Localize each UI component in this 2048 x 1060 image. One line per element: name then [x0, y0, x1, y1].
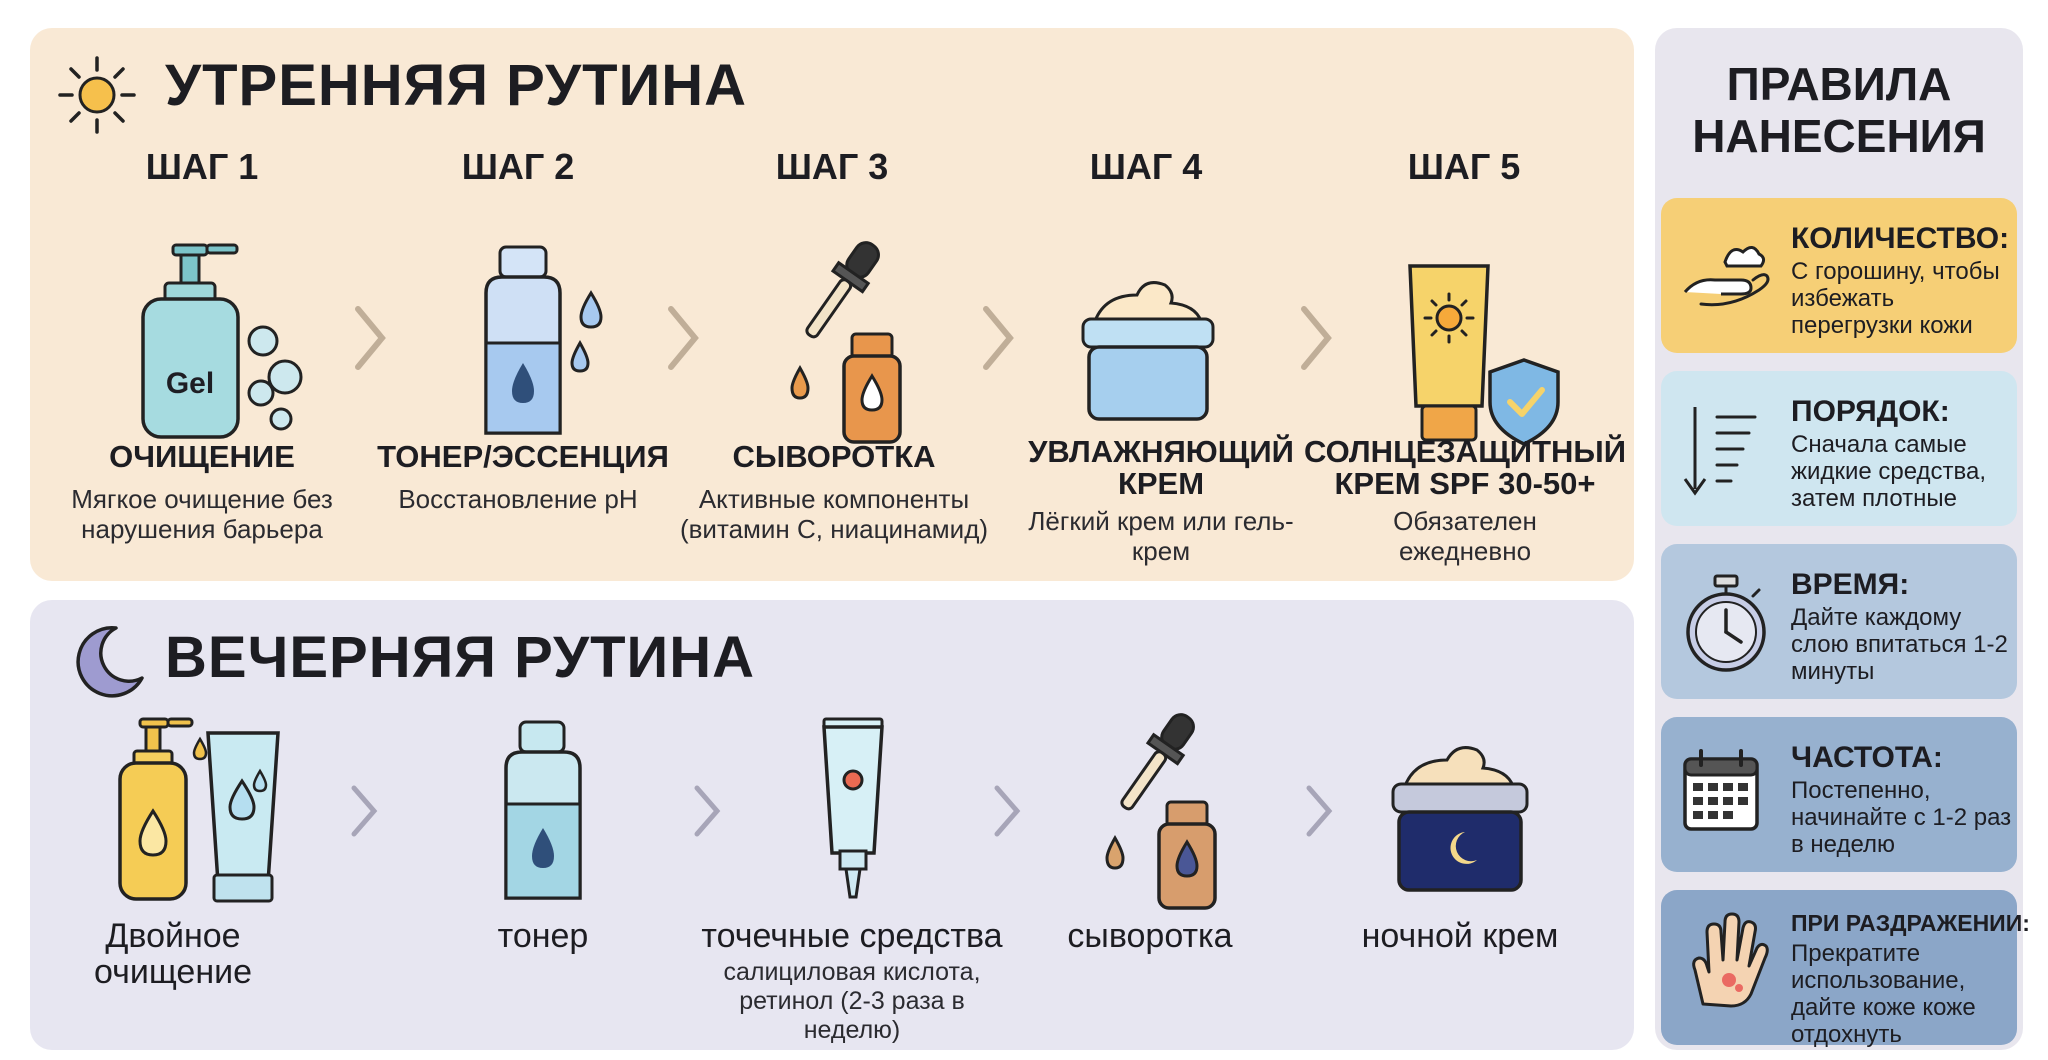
step-label-2: ШАГ 2: [461, 146, 575, 187]
sun-icon: [58, 56, 136, 134]
spot-treatment-tube-icon: [822, 717, 884, 899]
rule-card-time: ВРЕМЯ: Дайте каждому слою впитаться 1-2 …: [1661, 544, 2017, 699]
rule-head-frequency: ЧАСТОТА:: [1791, 741, 1943, 774]
rule-text-frequency: Постепенно, начинайте с 1-2 раз в неделю: [1791, 777, 2012, 858]
evening-step-name-3: точечные средства: [701, 917, 1003, 955]
gel-cleanser-icon: Gel: [141, 243, 303, 439]
step-desc-5: Обязателен ежедневно: [1393, 506, 1537, 566]
chevron-right-icon: [994, 785, 1021, 837]
chevron-right-icon: [355, 306, 386, 370]
step-name-4: УВЛАЖНЯЮЩИЙ КРЕМ: [1028, 434, 1294, 501]
rule-text-order: Сначала самые жидкие средства, затем пло…: [1791, 431, 1987, 512]
morning-routine-panel: УТРЕННЯЯ РУТИНА ШАГ 1 ШАГ 2 ШАГ 3 ШАГ 4 …: [30, 28, 1634, 581]
rule-head-time: ВРЕМЯ:: [1791, 568, 1910, 601]
rule-card-frequency: ЧАСТОТА: Постепенно, начинайте с 1-2 раз…: [1661, 717, 2017, 872]
step-name-1: ОЧИЩЕНИЕ: [109, 439, 295, 474]
step-desc-2: Восстановление pH: [398, 484, 638, 514]
toner-bottle-icon: [504, 720, 582, 900]
step-desc-1: Мягкое очищение без нарушения барьера: [71, 484, 333, 544]
evening-title: ВЕЧЕРНЯЯ РУТИНА: [165, 625, 755, 690]
step-label-5: ШАГ 5: [1407, 146, 1521, 187]
chevron-right-icon: [694, 785, 721, 837]
evening-routine-panel: ВЕЧЕРНЯЯ РУТИНА: [30, 600, 1634, 1050]
application-rules-panel: ПРАВИЛА НАНЕСЕНИЯ КОЛИЧЕСТВО: С горошину…: [1655, 28, 2030, 1050]
calendar-icon: [1683, 749, 1759, 831]
night-cream-jar-icon: [1391, 746, 1529, 892]
rule-text-irritation: Прекратите использование, дайте коже кож…: [1791, 940, 1976, 1048]
step-label-3: ШАГ 3: [775, 146, 889, 187]
serum-dropper-icon: [790, 241, 902, 444]
sunscreen-tube-icon: [1408, 264, 1560, 446]
evening-step-name-2: тонер: [497, 917, 589, 955]
chevron-right-icon: [1306, 785, 1333, 837]
evening-step-name-5: ночной крем: [1361, 917, 1559, 955]
double-cleanse-icon: [118, 717, 280, 903]
chevron-right-icon: [1301, 306, 1332, 370]
serum-dropper-icon: [1105, 713, 1217, 910]
rule-text-time: Дайте каждому слою впитаться 1-2 минуты: [1791, 604, 2008, 685]
step-name-3: СЫВОРОТКА: [732, 439, 936, 474]
order-list-icon: [1683, 407, 1757, 496]
rule-head-irritation: ПРИ РАЗДРАЖЕНИИ:: [1791, 910, 2030, 936]
step-desc-3: Активные компоненты (витамин C, ниацинам…: [679, 484, 989, 544]
toner-bottle-icon: [484, 245, 603, 435]
moon-icon: [76, 626, 144, 698]
chevron-right-icon: [351, 785, 378, 837]
irritated-hand-icon: [1692, 912, 1769, 1008]
stopwatch-icon: [1686, 574, 1766, 672]
rule-head-order: ПОРЯДОК:: [1791, 395, 1950, 428]
evening-step-name-1: Двойное очищение: [93, 917, 253, 991]
rule-text-amount: С горошину, чтобы избежать перегрузки ко…: [1791, 258, 2000, 339]
step-name-2: ТОНЕР/ЭССЕНЦИЯ: [377, 439, 669, 474]
moisturizer-jar-icon: [1081, 281, 1215, 421]
gel-label: Gel: [166, 367, 214, 400]
rule-head-amount: КОЛИЧЕСТВО:: [1791, 222, 2010, 255]
step-label-1: ШАГ 1: [145, 146, 259, 187]
rule-card-order: ПОРЯДОК: Сначала самые жидкие средства, …: [1661, 371, 2017, 526]
rule-card-amount: КОЛИЧЕСТВО: С горошину, чтобы избежать п…: [1661, 198, 2017, 353]
rule-card-irritation: ПРИ РАЗДРАЖЕНИИ: Прекратите использовани…: [1661, 890, 2030, 1048]
rules-title: ПРАВИЛА НАНЕСЕНИЯ: [1692, 58, 1986, 162]
evening-step-name-4: сыворотка: [1067, 917, 1233, 955]
step-label-4: ШАГ 4: [1089, 146, 1203, 187]
chevron-right-icon: [668, 306, 699, 370]
chevron-right-icon: [983, 306, 1014, 370]
morning-title: УТРЕННЯЯ РУТИНА: [165, 53, 748, 118]
hand-cream-icon: [1683, 246, 1770, 307]
evening-step-desc-3: салициловая кислота, ретинол (2-3 раза в…: [723, 958, 981, 1044]
step-desc-4: Лёгкий крем или гель-крем: [1028, 506, 1294, 566]
step-name-5: СОЛНЦЕЗАЩИТНЫЙ КРЕМ SPF 30-50+: [1303, 434, 1627, 501]
